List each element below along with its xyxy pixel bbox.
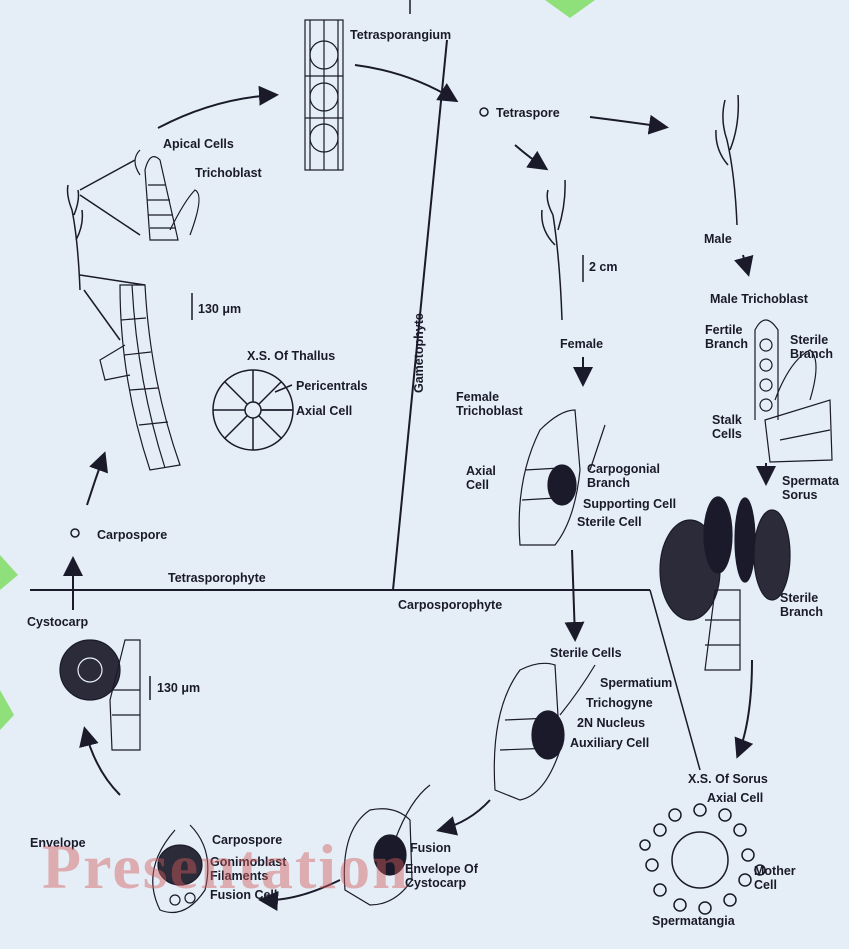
label-male-trichoblast: Male Trichoblast <box>710 292 808 306</box>
label-female: Female <box>560 337 603 351</box>
label-axial-cell-female: Axial Cell <box>466 464 496 493</box>
label-female-trichoblast: Female Trichoblast <box>456 390 523 419</box>
label-spermata-sorus: Spermata Sorus <box>782 474 839 503</box>
label-2n-nucleus: 2N Nucleus <box>577 716 645 730</box>
label-cystocarp: Cystocarp <box>27 615 88 629</box>
label-apical-cells: Apical Cells <box>163 137 234 151</box>
label-supporting-cell: Supporting Cell <box>583 497 676 511</box>
label-scale-2cm: 2 cm <box>589 260 618 274</box>
label-trichoblast: Trichoblast <box>195 166 262 180</box>
label-carpospore-left: Carpospore <box>97 528 167 542</box>
label-gametophyte: Gametophyte <box>412 313 426 393</box>
label-sterile-branch-bottom: Sterile Branch <box>780 591 823 620</box>
label-sterile-cells: Sterile Cells <box>550 646 622 660</box>
label-sterile-cell: Sterile Cell <box>577 515 642 529</box>
watermark: Presentation <box>42 830 410 904</box>
label-tetrasporangium: Tetrasporangium <box>350 28 451 42</box>
label-xs-sorus: X.S. Of Sorus <box>688 772 768 786</box>
label-axial-cell-sorus: Axial Cell <box>707 791 763 805</box>
label-spermatangia: Spermatangia <box>652 914 735 928</box>
label-carpogonial-branch: Carpogonial Branch <box>587 462 660 491</box>
label-tetraspore: Tetraspore <box>496 106 560 120</box>
label-spermatium: Spermatium <box>600 676 672 690</box>
label-pericentrals: Pericentrals <box>296 379 368 393</box>
label-fusion: Fusion <box>410 841 451 855</box>
label-fertile-branch: Fertile Branch <box>705 323 748 352</box>
label-envelope-cystocarp: Envelope Of Cystocarp <box>405 862 478 891</box>
label-scale-130-bottom: 130 μm <box>157 681 200 695</box>
label-scale-130-top: 130 μm <box>198 302 241 316</box>
label-xs-thallus: X.S. Of Thallus <box>247 349 335 363</box>
label-carposporophyte: Carposporophyte <box>398 598 502 612</box>
label-trichogyne: Trichogyne <box>586 696 653 710</box>
label-tetrasporophyte: Tetrasporophyte <box>168 571 266 585</box>
label-male: Male <box>704 232 732 246</box>
label-stalk-cells: Stalk Cells <box>712 413 742 442</box>
label-axial-cell-thallus: Axial Cell <box>296 404 352 418</box>
label-auxiliary-cell: Auxiliary Cell <box>570 736 649 750</box>
label-mother-cell: Mother Cell <box>754 864 796 893</box>
label-sterile-branch-top: Sterile Branch <box>790 333 833 362</box>
